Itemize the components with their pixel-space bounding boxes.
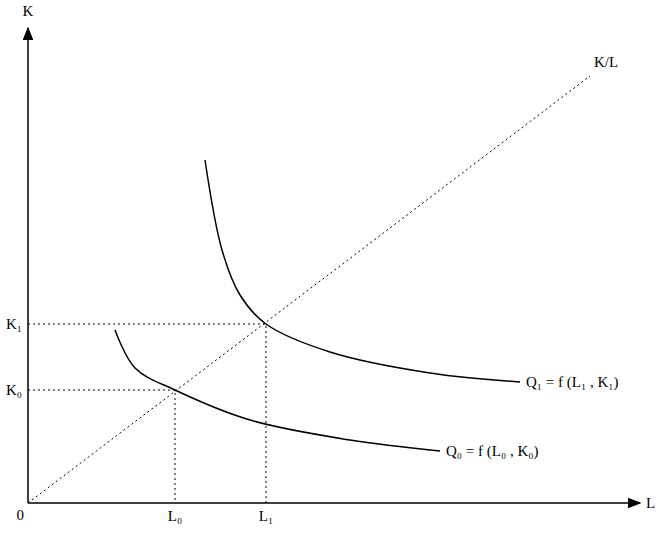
- guide-q0: [28, 390, 175, 503]
- axis-value: L₀: [168, 508, 182, 525]
- k-axis: [27, 28, 29, 503]
- isoquant-label: Q₀ = f (L₀ , K₀): [446, 443, 538, 460]
- isoquant-q0: [115, 330, 440, 451]
- axis-label: L: [646, 495, 655, 512]
- axis-label: K: [23, 3, 34, 20]
- isoquant-q1: [205, 160, 520, 382]
- l-axis: [28, 502, 640, 504]
- isoquant-label: Q₁ = f (L₁ , K₁): [526, 374, 618, 391]
- axis-value: K₁: [6, 316, 22, 333]
- axis-value: L₁: [259, 508, 273, 525]
- origin-label: 0: [17, 507, 25, 524]
- expansion-ray: [28, 76, 590, 503]
- ray-label: K/L: [594, 54, 618, 71]
- axis-value: K₀: [6, 382, 22, 399]
